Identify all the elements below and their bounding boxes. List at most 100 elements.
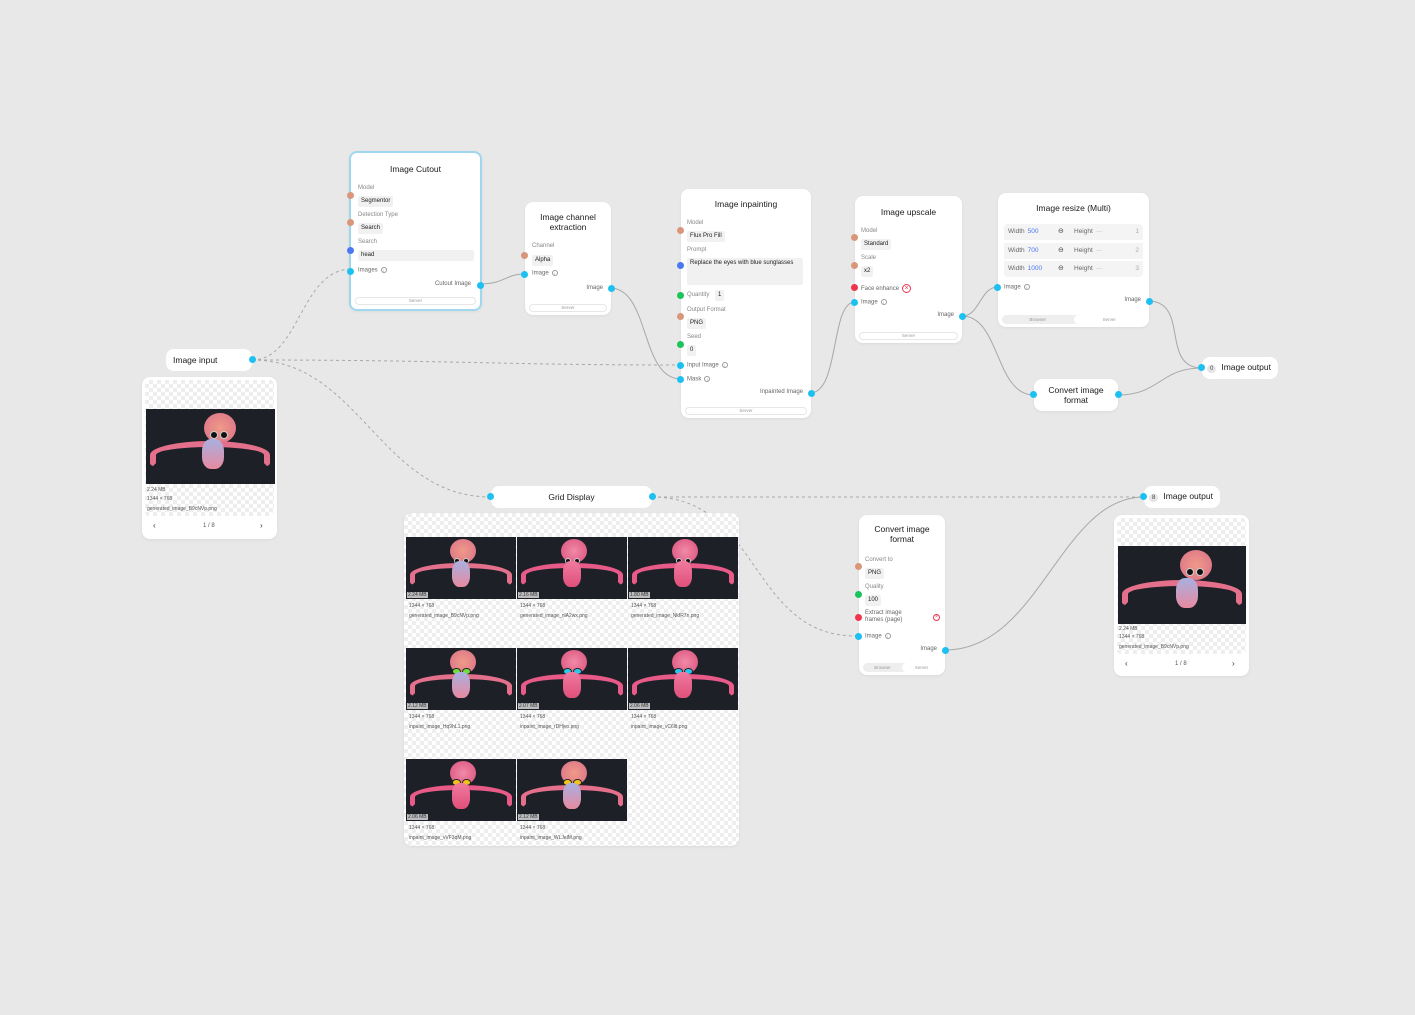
grid-thumbnail[interactable]: 2.12 MB [406, 648, 516, 710]
image-output-port[interactable] [608, 285, 615, 292]
info-icon[interactable]: i [704, 376, 711, 382]
image-output-port[interactable] [959, 313, 966, 320]
grid-item[interactable]: 2.07 MB 1344 × 768 inpaint_image_rDHjvo.… [517, 626, 627, 736]
convert-format-node-top[interactable]: Convert image format [1030, 379, 1122, 411]
image-output-port[interactable] [942, 647, 949, 654]
grid-thumbnail[interactable]: 2.12 MB [517, 759, 627, 821]
image-output-port[interactable] [1115, 391, 1122, 398]
convert-format-node-bottom[interactable]: Convert image format Convert to PNG Qual… [855, 515, 949, 675]
seed-port[interactable] [677, 341, 684, 348]
model-select[interactable]: Standard [861, 239, 892, 250]
link-icon[interactable]: ⊖ [1058, 265, 1064, 272]
grid-thumbnail[interactable]: 2.24 MB [406, 537, 516, 599]
grid-thumbnail[interactable]: 2.16 MB [517, 537, 627, 599]
height-field[interactable]: Height— [1074, 228, 1103, 235]
inpainted-output-port[interactable] [808, 390, 815, 397]
server-button[interactable]: Server [529, 304, 607, 312]
quantity-input[interactable]: 1 [715, 290, 725, 301]
grid-item[interactable]: 2.06 MB 1344 × 768 inpaint_image_vC6ltl.… [628, 626, 738, 736]
convert-to-select[interactable]: PNG [865, 568, 885, 579]
tab-server[interactable]: Server [902, 663, 941, 672]
preview-image[interactable] [1118, 546, 1246, 624]
prompt-textarea[interactable]: Replace the eyes with blue sunglasses [687, 258, 803, 285]
quantity-port[interactable] [677, 292, 684, 299]
cutout-output-port[interactable] [477, 282, 484, 289]
face-enhance-port[interactable] [851, 284, 858, 291]
detection-port[interactable] [347, 219, 354, 226]
detection-select[interactable]: Search [358, 223, 384, 234]
format-select[interactable]: PNG [687, 318, 707, 329]
grid-item[interactable]: 2.16 MB 1344 × 768 generated_image_nlA2w… [517, 515, 627, 625]
image-output-port[interactable] [649, 493, 656, 500]
model-port[interactable] [347, 192, 354, 199]
quality-port[interactable] [855, 591, 862, 598]
search-port[interactable] [347, 247, 354, 254]
link-icon[interactable]: ⊖ [1058, 228, 1064, 235]
info-icon[interactable]: i [884, 633, 891, 639]
scale-port[interactable] [851, 262, 858, 269]
model-port[interactable] [851, 234, 858, 241]
image-input-port[interactable] [1198, 364, 1205, 371]
grid-thumbnail[interactable]: 2.07 MB [517, 648, 627, 710]
convert-to-port[interactable] [855, 563, 862, 570]
grid-item[interactable]: 1.80 MB 1344 × 768 generated_image_NkfR7… [628, 515, 738, 625]
image-input-port[interactable] [994, 284, 1001, 291]
mask-port[interactable] [677, 376, 684, 383]
disabled-toggle-icon[interactable]: × [902, 284, 912, 293]
tab-browser[interactable]: Browser [1029, 317, 1046, 322]
search-input[interactable]: head [358, 250, 474, 261]
prev-button[interactable]: ‹ [153, 521, 156, 530]
disabled-toggle-icon[interactable]: × [933, 614, 940, 621]
info-icon[interactable]: i [880, 299, 887, 305]
tab-browser[interactable]: Browser [874, 665, 891, 670]
info-icon[interactable]: i [380, 267, 387, 273]
grid-thumbnail[interactable]: 1.80 MB [628, 537, 738, 599]
image-cutout-node[interactable]: Image Cutout Model Segmentor Detection T… [347, 151, 484, 311]
grid-item[interactable]: 2.06 MB 1344 × 768 inpaint_image_vVF3qM.… [406, 737, 516, 847]
server-button[interactable]: Server [859, 332, 958, 340]
output-port[interactable] [249, 356, 256, 363]
info-icon[interactable]: i [1023, 284, 1030, 290]
grid-thumbnail[interactable]: 2.06 MB [628, 648, 738, 710]
images-input-port[interactable] [347, 268, 354, 275]
image-input-port[interactable] [1140, 493, 1147, 500]
execution-toggle[interactable]: Browser Server [1002, 315, 1145, 324]
format-port[interactable] [677, 313, 684, 320]
model-port[interactable] [677, 227, 684, 234]
image-output-port[interactable] [1146, 298, 1153, 305]
image-input-port[interactable] [1030, 391, 1037, 398]
image-input-port[interactable] [487, 493, 494, 500]
quality-input[interactable]: 100 [865, 595, 882, 606]
seed-input[interactable]: 0 [687, 345, 697, 356]
server-button[interactable]: Server [355, 297, 476, 305]
model-select[interactable]: Segmentor [358, 196, 394, 207]
inpainting-node[interactable]: Image inpainting Model Flux Pro Fill Pro… [677, 189, 815, 418]
channel-select[interactable]: Alpha [532, 255, 554, 266]
prompt-port[interactable] [677, 262, 684, 269]
tab-server[interactable]: Server [1073, 315, 1145, 324]
preview-image[interactable] [146, 409, 275, 484]
info-icon[interactable]: i [551, 270, 558, 276]
info-icon[interactable]: i [721, 362, 728, 368]
grid-item[interactable]: 2.12 MB 1344 × 768 inpaint_image_WLJelM.… [517, 737, 627, 847]
image-input-port[interactable] [521, 271, 528, 278]
prev-button[interactable]: ‹ [1125, 659, 1128, 668]
grid-display-node[interactable]: Grid Display [487, 486, 656, 508]
channel-extraction-node[interactable]: Image channel extraction Channel Alpha I… [521, 202, 615, 315]
grid-item[interactable]: 2.24 MB 1344 × 768 generated_image_B9cNV… [406, 515, 516, 625]
input-image-port[interactable] [677, 362, 684, 369]
next-button[interactable]: › [260, 521, 263, 530]
height-field[interactable]: Height— [1074, 247, 1103, 254]
execution-toggle[interactable]: Browser Server [863, 663, 941, 672]
upscale-node[interactable]: Image upscale Model Standard Scale x2 Fa… [851, 196, 966, 343]
image-input-port[interactable] [855, 633, 862, 640]
